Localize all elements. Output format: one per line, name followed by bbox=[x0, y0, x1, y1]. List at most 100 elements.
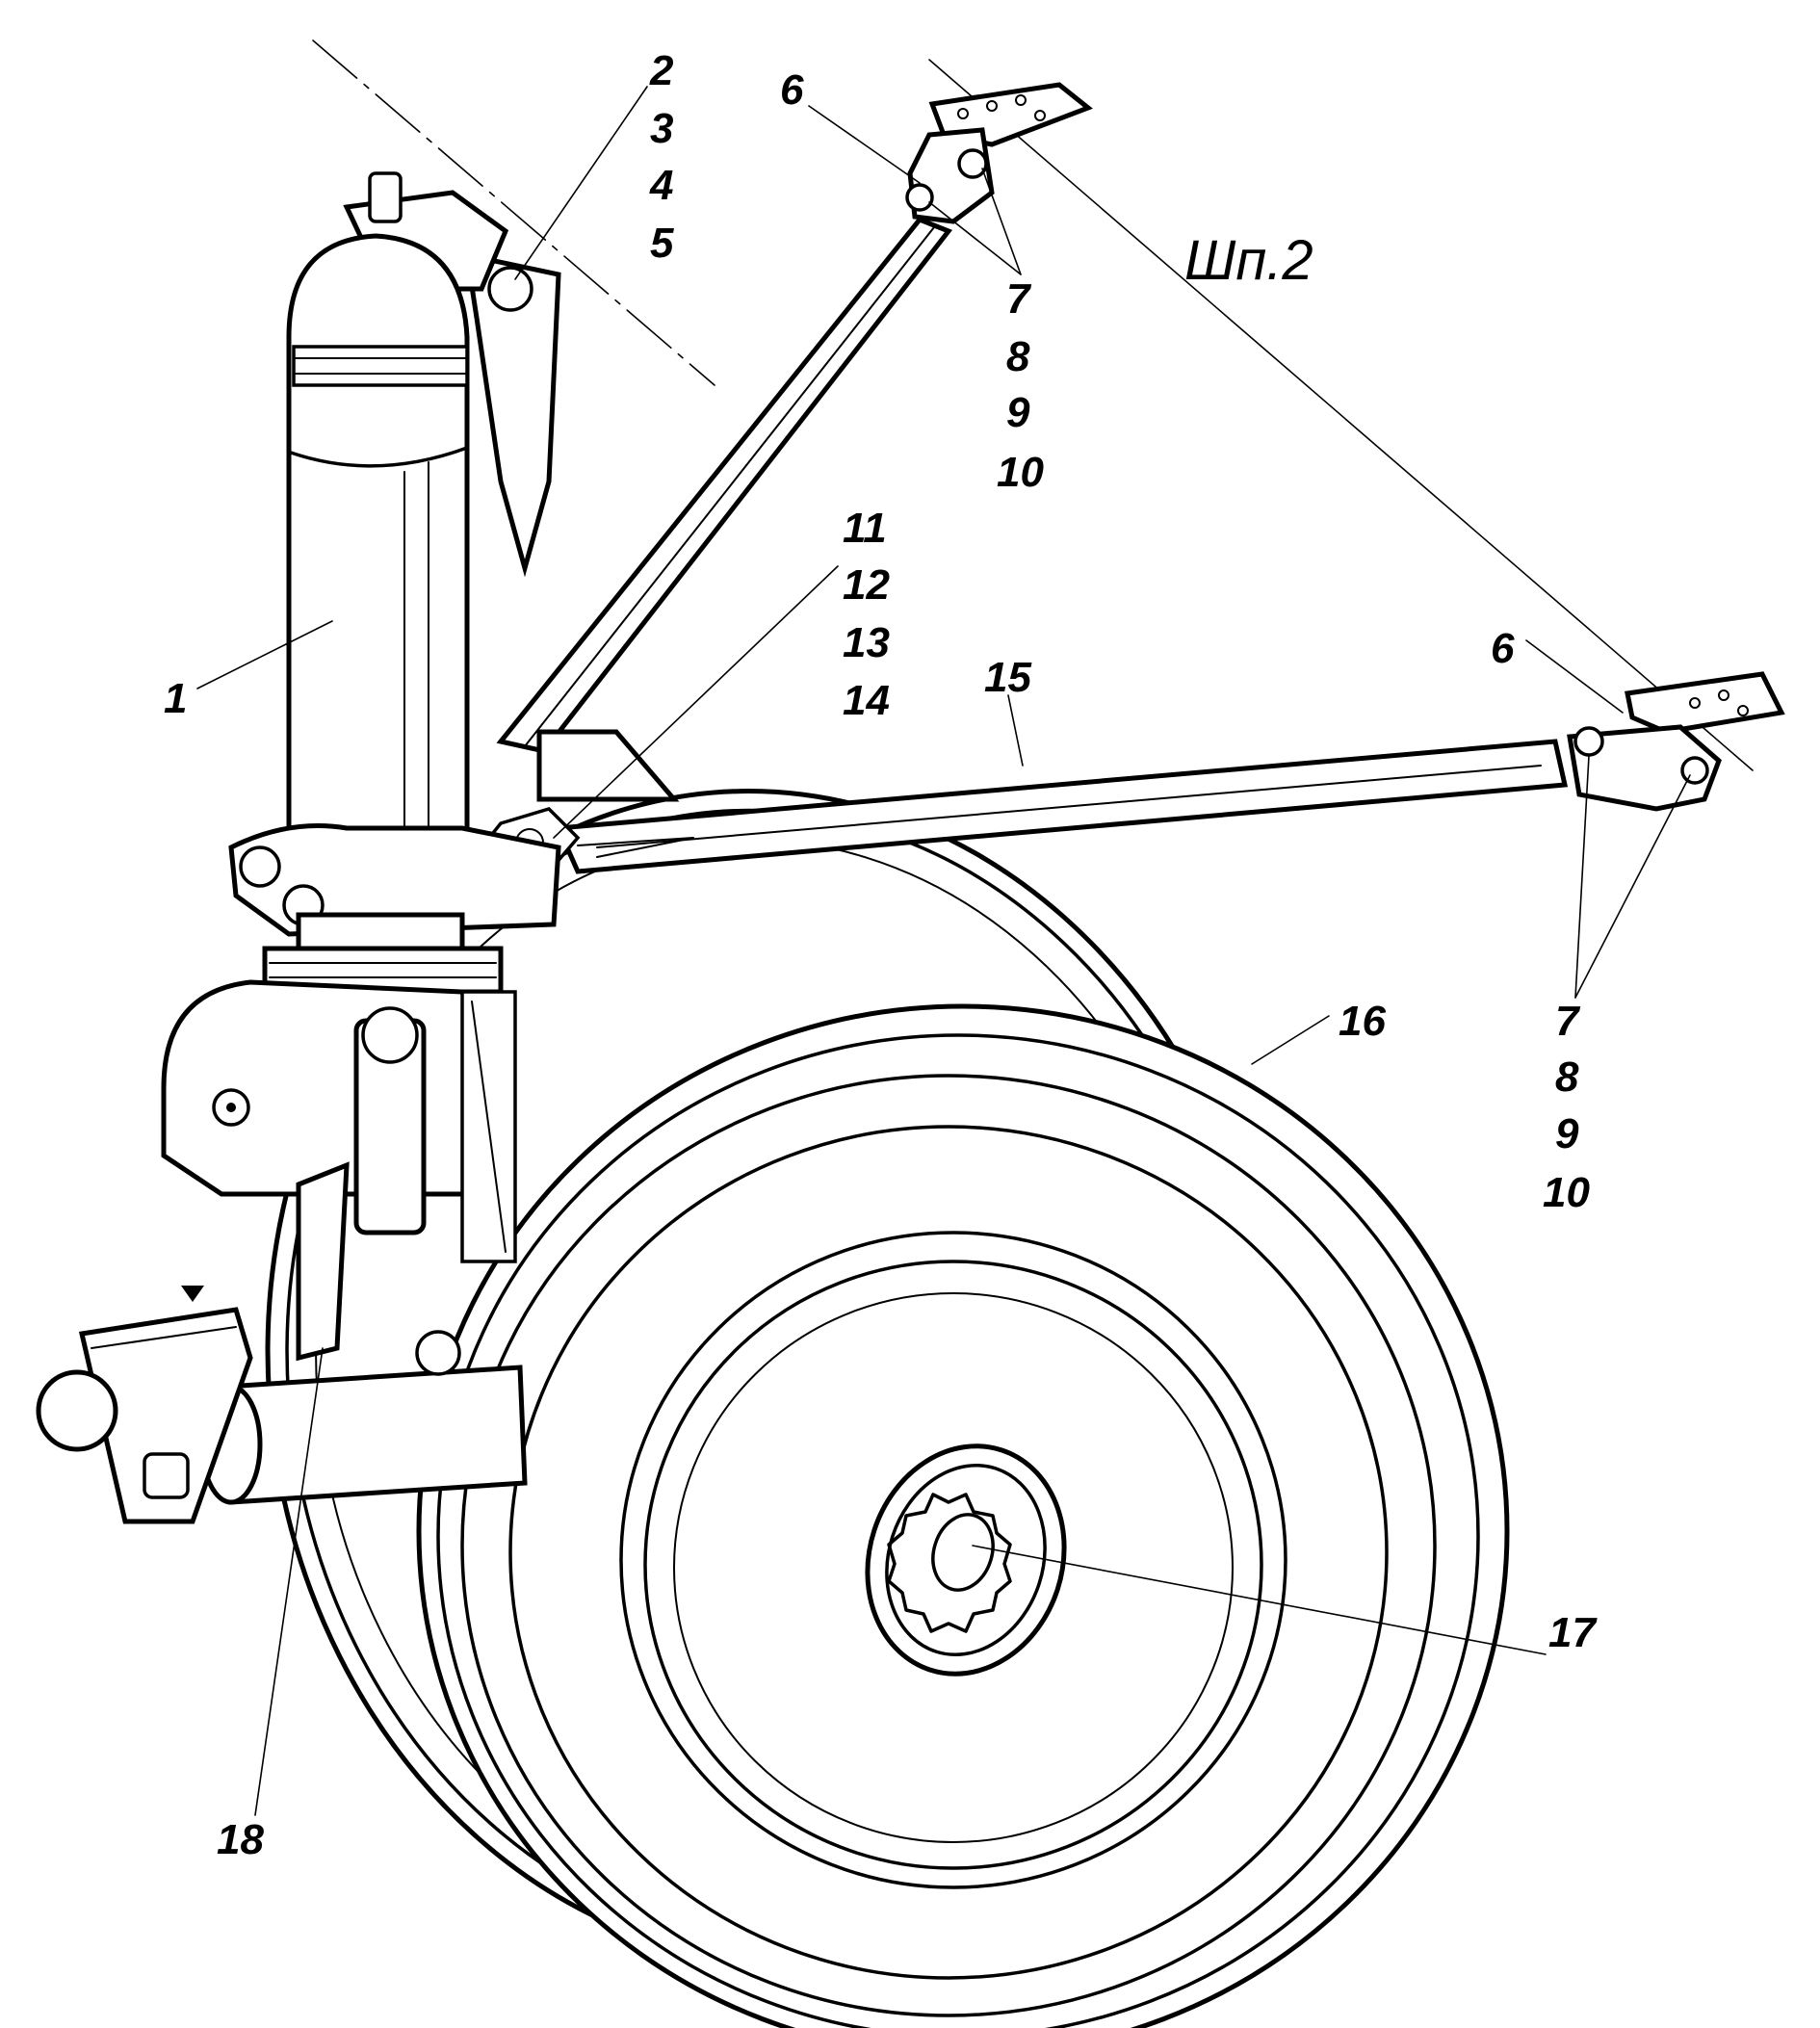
axle-bolt-head bbox=[36, 1369, 118, 1452]
plate-hole bbox=[1015, 94, 1027, 106]
callout-6-right: 6 bbox=[1491, 625, 1515, 672]
lower-housing bbox=[161, 979, 513, 1197]
pin-7-right-a bbox=[1573, 726, 1604, 757]
callout-10-top: 10 bbox=[997, 449, 1044, 496]
leader-lines bbox=[196, 86, 1691, 1816]
diagonal-brace-edge bbox=[524, 226, 935, 747]
callout-10-right: 10 bbox=[1543, 1169, 1590, 1216]
shock-strut bbox=[36, 171, 561, 1524]
fitting-fork-right bbox=[1567, 724, 1722, 812]
callout-4: 4 bbox=[649, 162, 673, 209]
front-tire-bead bbox=[508, 1125, 1389, 1980]
scissor-pin bbox=[415, 1330, 461, 1376]
side-brace-edge bbox=[596, 765, 1542, 848]
collar-knurl bbox=[293, 357, 468, 375]
callout-5: 5 bbox=[650, 220, 674, 267]
wheel-rim-outer bbox=[619, 1231, 1287, 1889]
leader-7-right-a bbox=[1574, 755, 1590, 999]
plate-hole bbox=[1689, 697, 1701, 709]
frame-line-shp2 bbox=[928, 59, 1754, 771]
callout-13: 13 bbox=[843, 619, 890, 666]
plate-hole bbox=[1718, 689, 1729, 701]
torque-link-pin bbox=[361, 1006, 419, 1064]
callout-6-top: 6 bbox=[780, 66, 804, 114]
diagonal-brace-rod bbox=[496, 216, 953, 754]
frame-reference-lines bbox=[312, 39, 1754, 771]
front-tire-sidewall bbox=[460, 1074, 1437, 2017]
wheel-rim-inner bbox=[643, 1260, 1263, 1870]
hub-axle-bore bbox=[931, 1513, 995, 1592]
callout-11: 11 bbox=[843, 505, 887, 552]
pin-7-top-a bbox=[957, 148, 988, 179]
wear-indicator bbox=[78, 1307, 253, 1524]
upper-bracket bbox=[463, 251, 561, 578]
callout-16: 16 bbox=[1339, 998, 1386, 1045]
callout-18: 18 bbox=[217, 1816, 264, 1863]
strut-collar bbox=[292, 345, 469, 387]
axle-nut bbox=[143, 1452, 190, 1499]
callout-labels: 1 2 3 4 5 6 7 8 9 10 11 12 13 14 15 6 7 … bbox=[164, 47, 1598, 1863]
callout-14: 14 bbox=[843, 677, 890, 724]
plate-hole bbox=[986, 100, 998, 112]
leader-6-top bbox=[808, 105, 921, 184]
leader-6-right bbox=[1525, 639, 1624, 714]
plate-hole bbox=[1034, 110, 1046, 121]
strut-cylinder bbox=[286, 233, 470, 889]
callout-8-right: 8 bbox=[1555, 1053, 1579, 1101]
hydraulic-hatch bbox=[471, 1001, 507, 1253]
callout-9-top: 9 bbox=[1006, 389, 1030, 436]
callout-7-right: 7 bbox=[1555, 998, 1581, 1045]
gland-knurl bbox=[269, 962, 497, 978]
top-valve-nut bbox=[368, 171, 403, 223]
pin-7-top-b bbox=[905, 183, 934, 212]
upper-fitting-6 bbox=[905, 82, 1093, 224]
hydraulic-line bbox=[460, 990, 517, 1263]
callout-17: 17 bbox=[1548, 1609, 1598, 1656]
frame-label-shp2: Шп.2 bbox=[1184, 229, 1313, 292]
hub-nut-icon bbox=[887, 1493, 1012, 1633]
leader-11-14 bbox=[553, 565, 839, 839]
leader-17 bbox=[972, 1545, 1547, 1655]
side-brace-taper bbox=[577, 837, 694, 858]
wheel-disc bbox=[673, 1292, 1234, 1843]
plate-hole bbox=[1737, 705, 1749, 716]
bracket-bolt-2-5 bbox=[487, 266, 533, 312]
right-fitting-6 bbox=[1567, 671, 1785, 812]
clamp-lug bbox=[239, 845, 281, 888]
leader-1 bbox=[196, 620, 333, 689]
leader-18 bbox=[254, 1347, 324, 1816]
gear-sprocket-icon bbox=[212, 1088, 250, 1127]
front-tire-tread bbox=[436, 1033, 1480, 2028]
pin-7-right-b bbox=[1680, 756, 1709, 785]
cylinder-ring bbox=[289, 446, 469, 468]
hub-cap-inner bbox=[885, 1463, 1047, 1657]
callout-12: 12 bbox=[843, 561, 890, 609]
front-tire-outer bbox=[416, 1003, 1510, 2028]
leader-15 bbox=[1007, 694, 1024, 767]
hub-cap-outer bbox=[865, 1443, 1067, 1677]
axle-tube bbox=[223, 1365, 528, 1505]
sprocket-hub bbox=[226, 1103, 236, 1112]
callout-9-right: 9 bbox=[1555, 1110, 1579, 1157]
leader-7-right-b bbox=[1574, 774, 1691, 999]
callout-15: 15 bbox=[984, 654, 1031, 701]
callout-7-top: 7 bbox=[1006, 275, 1032, 323]
callout-3: 3 bbox=[650, 105, 673, 152]
axle-lever-18 bbox=[296, 1161, 350, 1362]
indicator-pointer-icon bbox=[181, 1286, 204, 1302]
diagonal-brace bbox=[496, 216, 953, 802]
wheel-hub bbox=[865, 1443, 1067, 1677]
wheel-front bbox=[416, 1003, 1510, 2028]
leader-2-5 bbox=[514, 86, 648, 280]
callout-8-top: 8 bbox=[1006, 333, 1030, 380]
plate-hole bbox=[957, 108, 969, 119]
indicator-scale bbox=[91, 1326, 237, 1349]
leader-7-top-a bbox=[928, 201, 1022, 275]
callout-2: 2 bbox=[649, 47, 674, 94]
leader-16 bbox=[1251, 1015, 1330, 1065]
brace-gusset bbox=[536, 729, 680, 802]
leader-7-top-b bbox=[981, 168, 1022, 275]
strut-axis-line bbox=[312, 39, 715, 386]
fitting-plate-right bbox=[1625, 671, 1785, 735]
